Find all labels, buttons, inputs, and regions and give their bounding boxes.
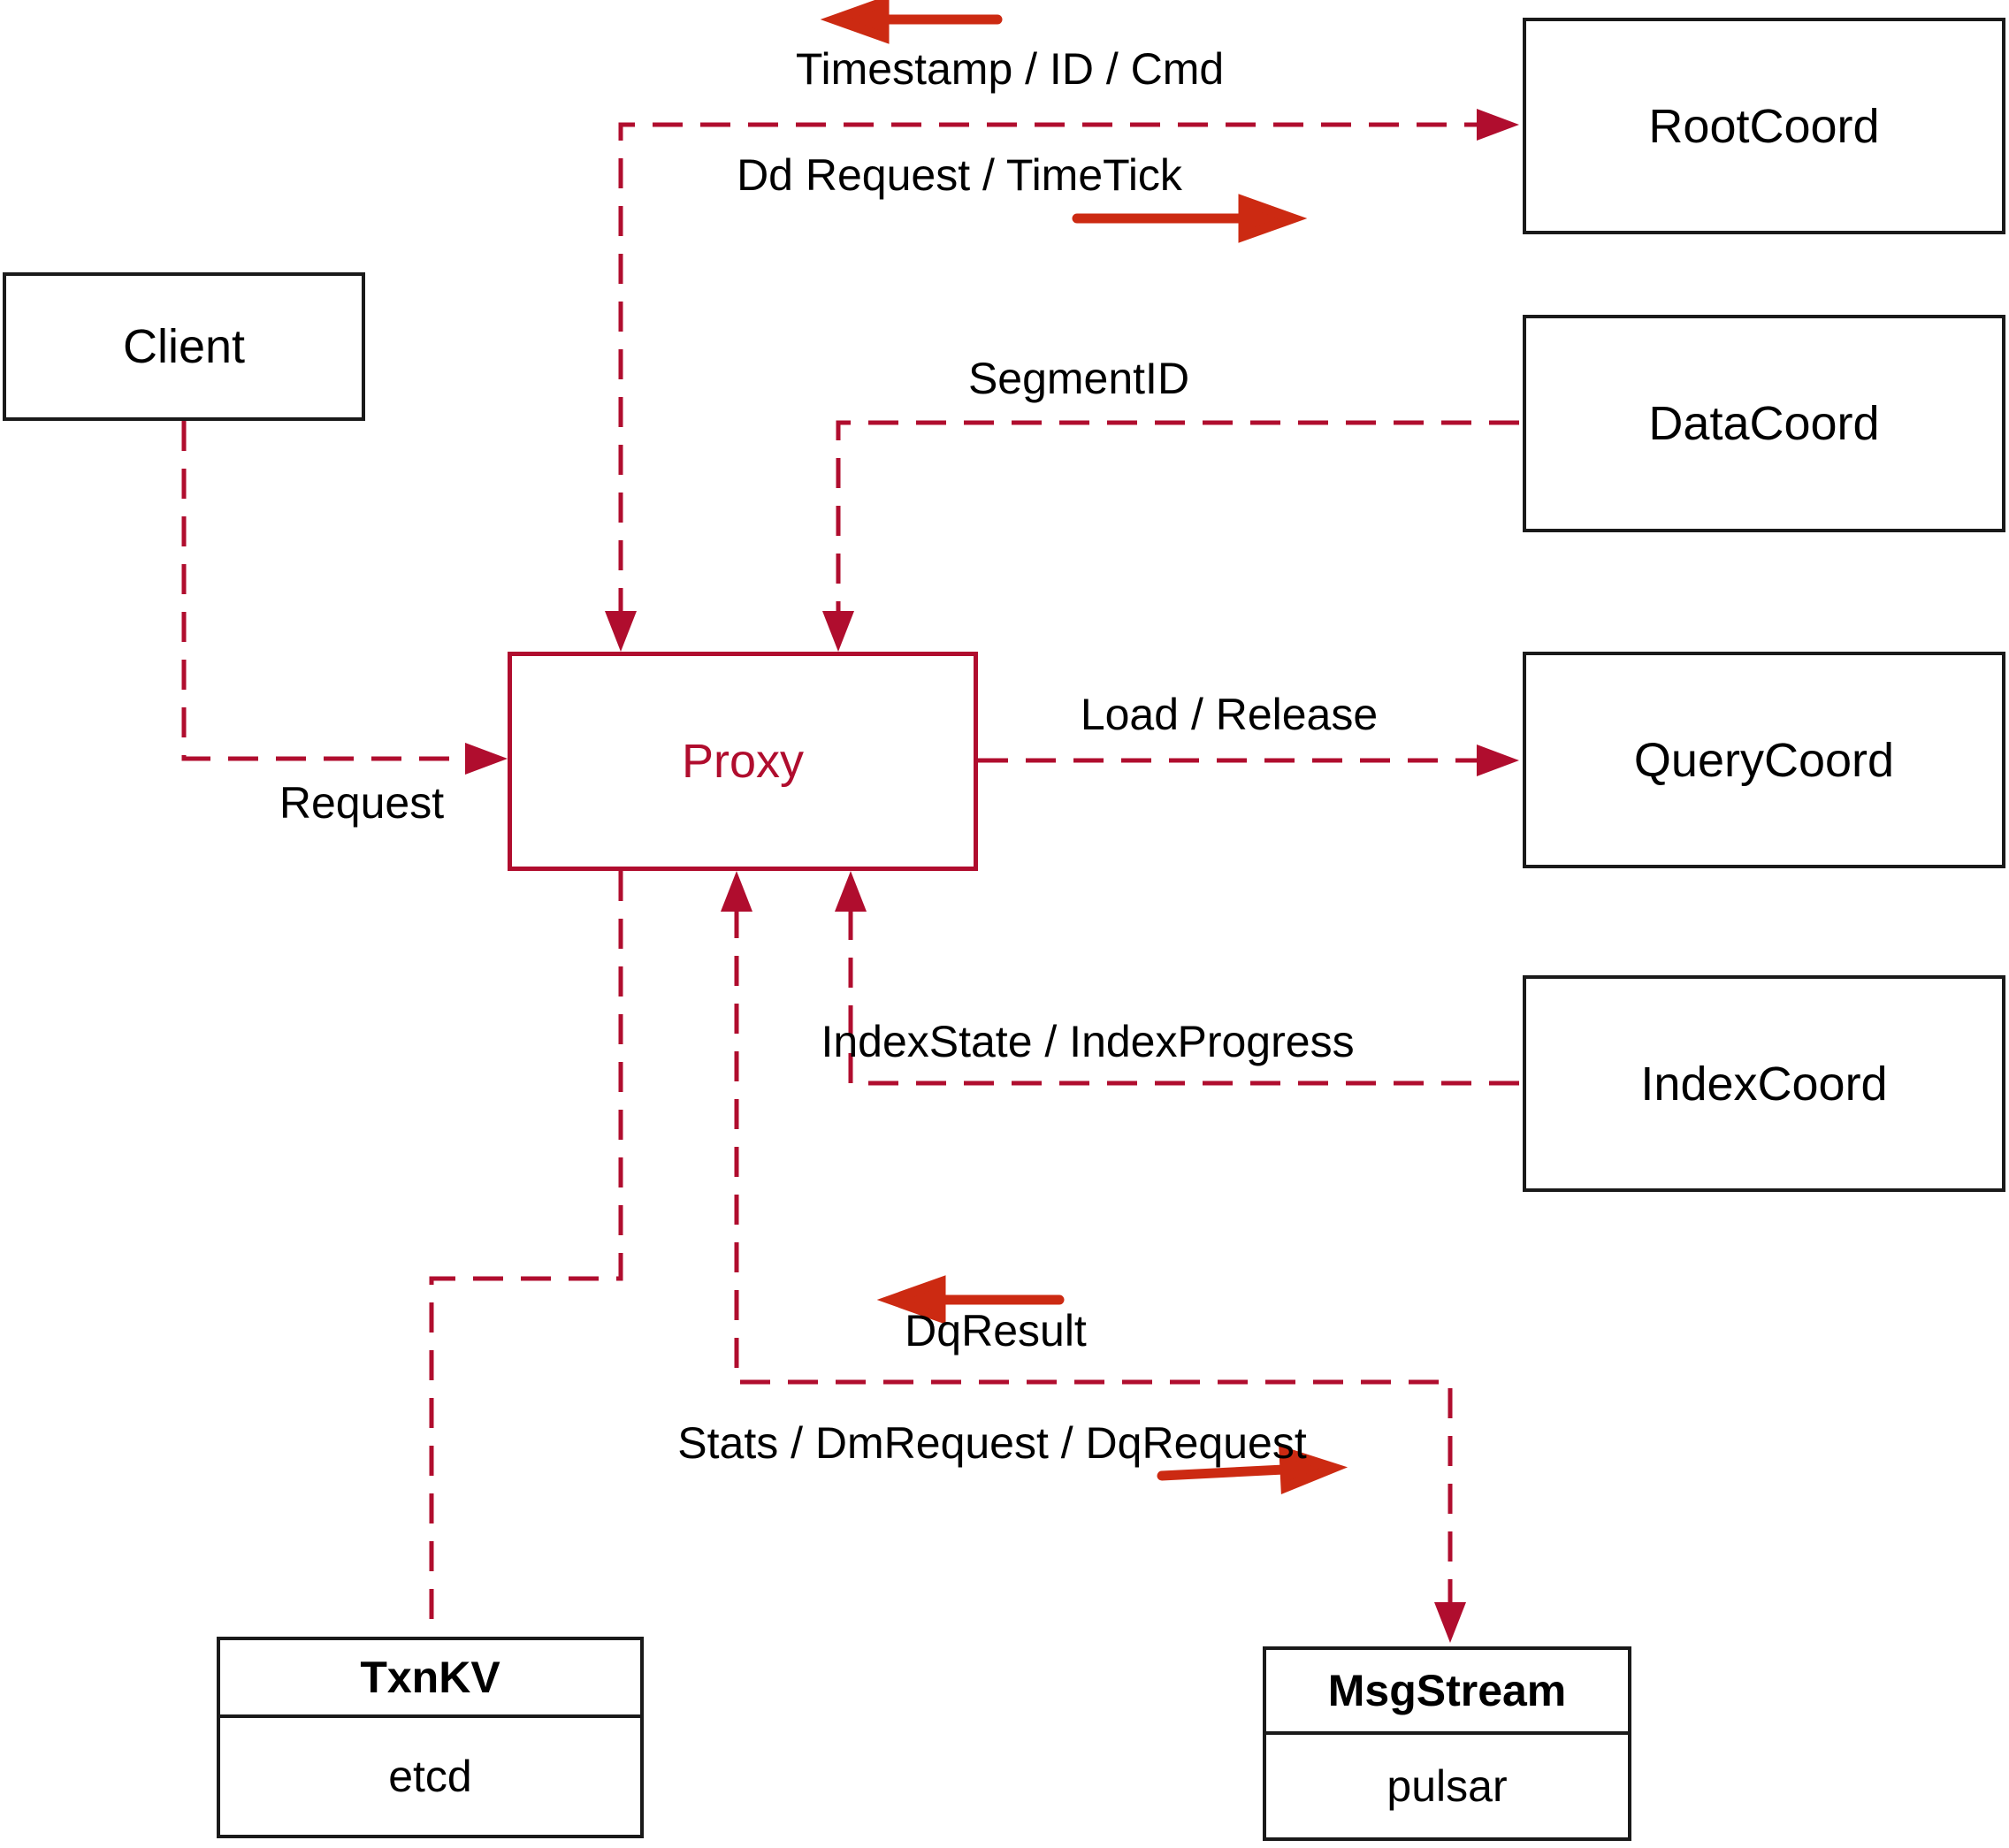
- node-rootcoord: RootCoord: [1523, 18, 2005, 234]
- stats-arrow-right-head-icon: [1279, 1445, 1348, 1495]
- node-rootcoord-label: RootCoord: [1648, 99, 1880, 153]
- edge-indexcoord-proxy: [848, 908, 1519, 1086]
- arrowhead-into-proxy-bottom-left-icon: [721, 871, 752, 912]
- edge-label-timestamp-id-cmd: Timestamp / ID / Cmd: [795, 44, 1225, 94]
- node-msgstream-impl: pulsar: [1386, 1761, 1508, 1811]
- node-proxy-label: Proxy: [681, 735, 805, 788]
- node-client-label: Client: [122, 320, 246, 373]
- edge-label-dqresult: DqResult: [905, 1306, 1087, 1355]
- request-arrow-right-head-icon: [1238, 194, 1308, 243]
- arrowhead-into-proxy-top-right-icon: [822, 611, 854, 652]
- node-querycoord-label: QueryCoord: [1633, 733, 1895, 787]
- node-querycoord: QueryCoord: [1523, 652, 2005, 868]
- node-txnkv-impl: etcd: [388, 1752, 472, 1801]
- node-msgstream-title: MsgStream: [1266, 1650, 1628, 1735]
- response-arrow-left-head-icon: [820, 0, 890, 44]
- edge-label-indexstate-indexprogress: IndexState / IndexProgress: [821, 1017, 1355, 1066]
- edge-label-dd-request-timetick: Dd Request / TimeTick: [737, 150, 1182, 200]
- arrowhead-into-proxy-left-icon: [465, 743, 508, 775]
- node-datacoord: DataCoord: [1523, 315, 2005, 532]
- edge-proxy-txnkv: [429, 871, 623, 1635]
- node-client: Client: [3, 272, 365, 421]
- edge-proxy-msgstream: [734, 908, 1453, 1602]
- node-txnkv-title: TxnKV: [220, 1640, 640, 1718]
- node-msgstream: MsgStream pulsar: [1263, 1646, 1631, 1841]
- arrowhead-into-msgstream-icon: [1434, 1602, 1466, 1643]
- node-datacoord-label: DataCoord: [1648, 397, 1880, 450]
- node-indexcoord-label: IndexCoord: [1640, 1057, 1888, 1111]
- arrowhead-into-proxy-bottom-right-icon: [835, 871, 867, 912]
- dqresult-arrow-left-head-icon: [876, 1275, 946, 1325]
- arrowhead-into-rootcoord-icon: [1477, 109, 1519, 141]
- edge-label-stats-dmrequest-dqrequest: Stats / DmRequest / DqRequest: [677, 1418, 1307, 1468]
- stats-arrow-right-icon: [1157, 1464, 1289, 1481]
- edge-client-proxy: [181, 421, 467, 761]
- edge-label-segmentid: SegmentID: [967, 354, 1190, 403]
- edge-datacoord-proxy: [836, 420, 1519, 618]
- node-proxy: Proxy: [508, 652, 978, 871]
- node-indexcoord: IndexCoord: [1523, 975, 2005, 1192]
- arrowhead-into-querycoord-icon: [1477, 745, 1519, 776]
- node-txnkv: TxnKV etcd: [217, 1637, 644, 1838]
- edge-label-request: Request: [279, 778, 445, 828]
- arrowhead-into-proxy-top-left-icon: [605, 611, 637, 652]
- edge-label-load-release: Load / Release: [1080, 690, 1379, 739]
- edge-proxy-rootcoord: [618, 122, 1478, 618]
